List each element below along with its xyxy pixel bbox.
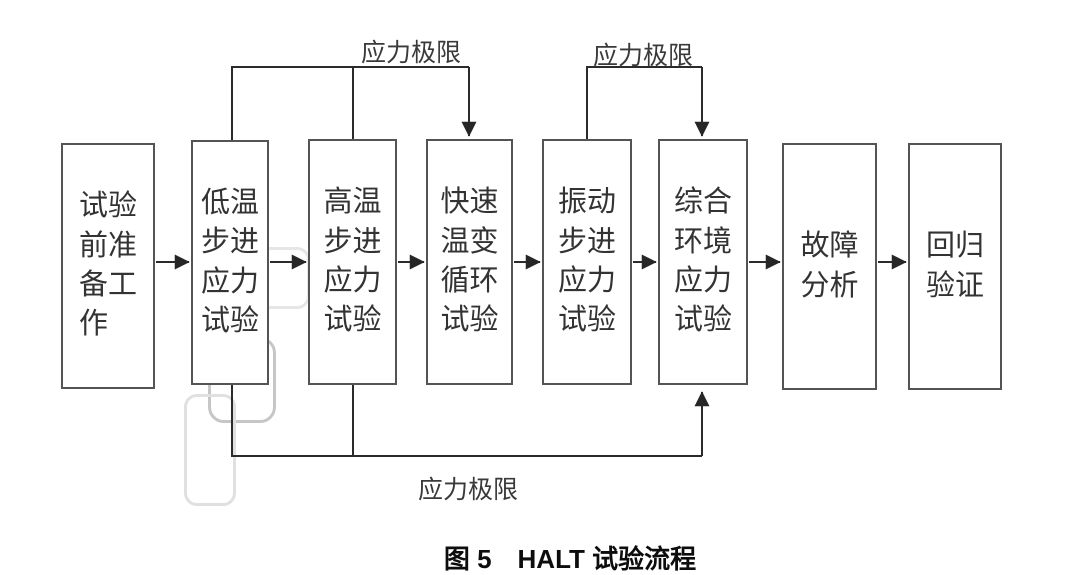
node-failure-analysis: 故障分析 bbox=[782, 143, 877, 390]
stress-limit-path-top-left bbox=[231, 66, 469, 140]
node-label-regression-verification: 回归验证 bbox=[926, 230, 985, 302]
node-label-low-temp-step-stress: 低温步进应力试验 bbox=[201, 186, 260, 337]
node-label-rapid-thermal-cycle: 快速温变循环试验 bbox=[440, 186, 499, 337]
node-regression-verification: 回归验证 bbox=[908, 143, 1002, 390]
figure-caption: 图 5 HALT 试验流程 bbox=[443, 544, 697, 574]
node-rapid-thermal-cycle: 快速温变循环试验 bbox=[426, 139, 513, 385]
node-combined-env-stress: 综合环境应力试验 bbox=[658, 139, 748, 385]
stress-limit-path-bottom bbox=[231, 384, 702, 457]
node-high-temp-step-stress: 高温步进应力试验 bbox=[308, 139, 397, 385]
node-label-failure-analysis: 故障分析 bbox=[800, 230, 859, 302]
node-vibration-step-stress: 振动步进应力试验 bbox=[542, 139, 632, 385]
node-label-test-preparation: 试验前准备工作 bbox=[79, 190, 138, 341]
stress-limit-label-top-left: 应力极限 bbox=[360, 40, 462, 67]
node-label-combined-env-stress: 综合环境应力试验 bbox=[674, 186, 733, 337]
stress-limit-label-top-right: 应力极限 bbox=[592, 43, 694, 70]
stress-limit-label-bottom: 应力极限 bbox=[417, 477, 519, 504]
node-label-vibration-step-stress: 振动步进应力试验 bbox=[558, 186, 617, 337]
node-label-high-temp-step-stress: 高温步进应力试验 bbox=[323, 186, 382, 337]
node-low-temp-step-stress: 低温步进应力试验 bbox=[191, 140, 269, 385]
watermark-shape bbox=[184, 394, 236, 506]
node-test-preparation: 试验前准备工作 bbox=[61, 143, 155, 389]
stress-limit-path-top-right bbox=[586, 66, 702, 140]
